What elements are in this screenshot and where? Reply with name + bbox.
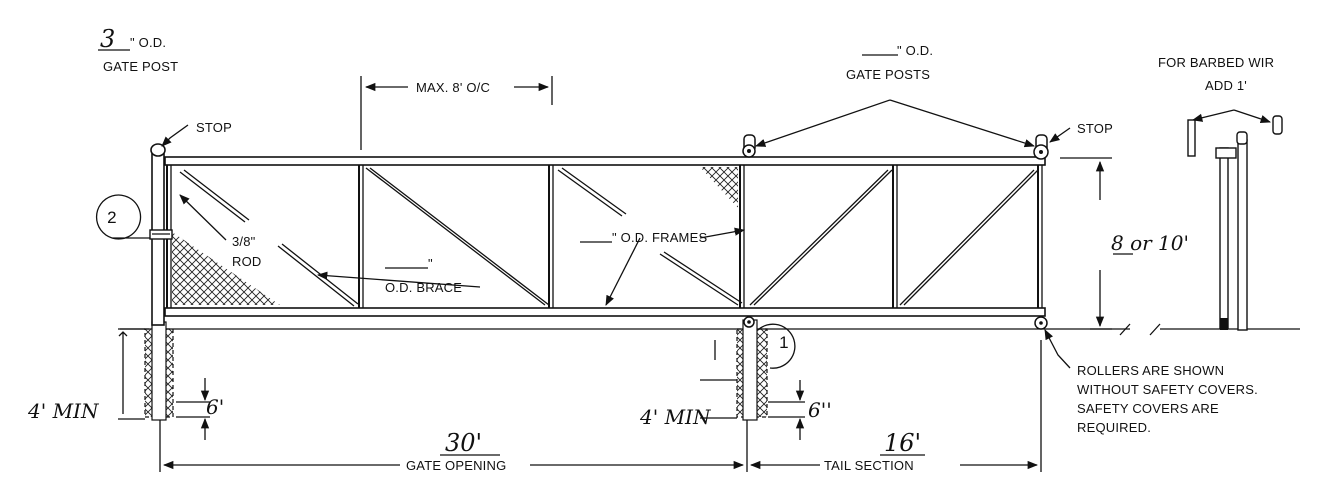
brace-label: O.D. BRACE — [385, 280, 462, 295]
roller-posts — [742, 134, 1049, 330]
rollers-note-line-2: WITHOUT SAFETY COVERS. — [1077, 382, 1258, 397]
stop-left-label: STOP — [196, 120, 232, 135]
footing-middle — [736, 319, 768, 421]
stop-right-label: STOP — [1077, 121, 1113, 136]
leader-lines — [161, 99, 1071, 369]
callout-1: 1 — [757, 323, 796, 369]
post-size-unit: " O.D. — [130, 35, 166, 50]
rollers-note: ROLLERS ARE SHOWN WITHOUT SAFETY COVERS.… — [1077, 363, 1258, 435]
gate-posts-unit: " O.D. — [897, 43, 933, 58]
barbed-wire-label-2: ADD 1' — [1205, 78, 1247, 93]
depth-dimensions — [118, 328, 805, 440]
gate-frame — [164, 156, 1046, 317]
gate-opening-label: GATE OPENING — [406, 458, 506, 473]
chain-link-mesh — [172, 167, 738, 305]
max-spacing-dimension — [360, 76, 553, 150]
post-size-value: 3 — [100, 25, 115, 53]
frames-label: " O.D. FRAMES — [612, 230, 707, 245]
latch — [149, 229, 173, 240]
barbed-wire-detail — [1187, 109, 1283, 331]
diagonal-braces — [365, 167, 1039, 306]
fill-in-underlines — [98, 49, 1133, 456]
callout-2: 2 — [95, 194, 150, 240]
gate-post-label: GATE POST — [103, 59, 178, 74]
depth-mid-label: 4' MIN — [639, 405, 712, 429]
barbed-wire-label-1: FOR BARBED WIR — [1158, 55, 1274, 70]
depth-left-label: 4' MIN — [27, 399, 100, 423]
rollers-note-line-3: SAFETY COVERS ARE — [1077, 401, 1219, 416]
rod-label: ROD — [232, 254, 262, 269]
opening-value: 30' — [445, 429, 482, 457]
tail-value: 16' — [884, 429, 921, 457]
rod-size-label: 3/8" — [232, 234, 256, 249]
height-dimension — [1060, 157, 1112, 330]
rollers-note-line-4: REQUIRED. — [1077, 420, 1151, 435]
tension-rods — [179, 167, 743, 307]
callout-2-label: 2 — [107, 208, 117, 227]
height-label: 8 or 10' — [1111, 231, 1189, 255]
rollers-note-line-1: ROLLERS ARE SHOWN — [1077, 363, 1224, 378]
ground-line — [120, 323, 1300, 336]
bottom-dimensions — [159, 340, 1042, 472]
brace-unit: " — [428, 256, 433, 271]
embed-left-label: 6' — [206, 395, 224, 419]
footing-left — [144, 321, 174, 421]
tail-section-label: TAIL SECTION — [824, 458, 914, 473]
embed-mid-label: 6'' — [808, 398, 832, 422]
callout-1-label: 1 — [779, 333, 789, 352]
gate-posts-label: GATE POSTS — [846, 67, 930, 82]
max-spacing-label: MAX. 8' O/C — [416, 80, 490, 95]
